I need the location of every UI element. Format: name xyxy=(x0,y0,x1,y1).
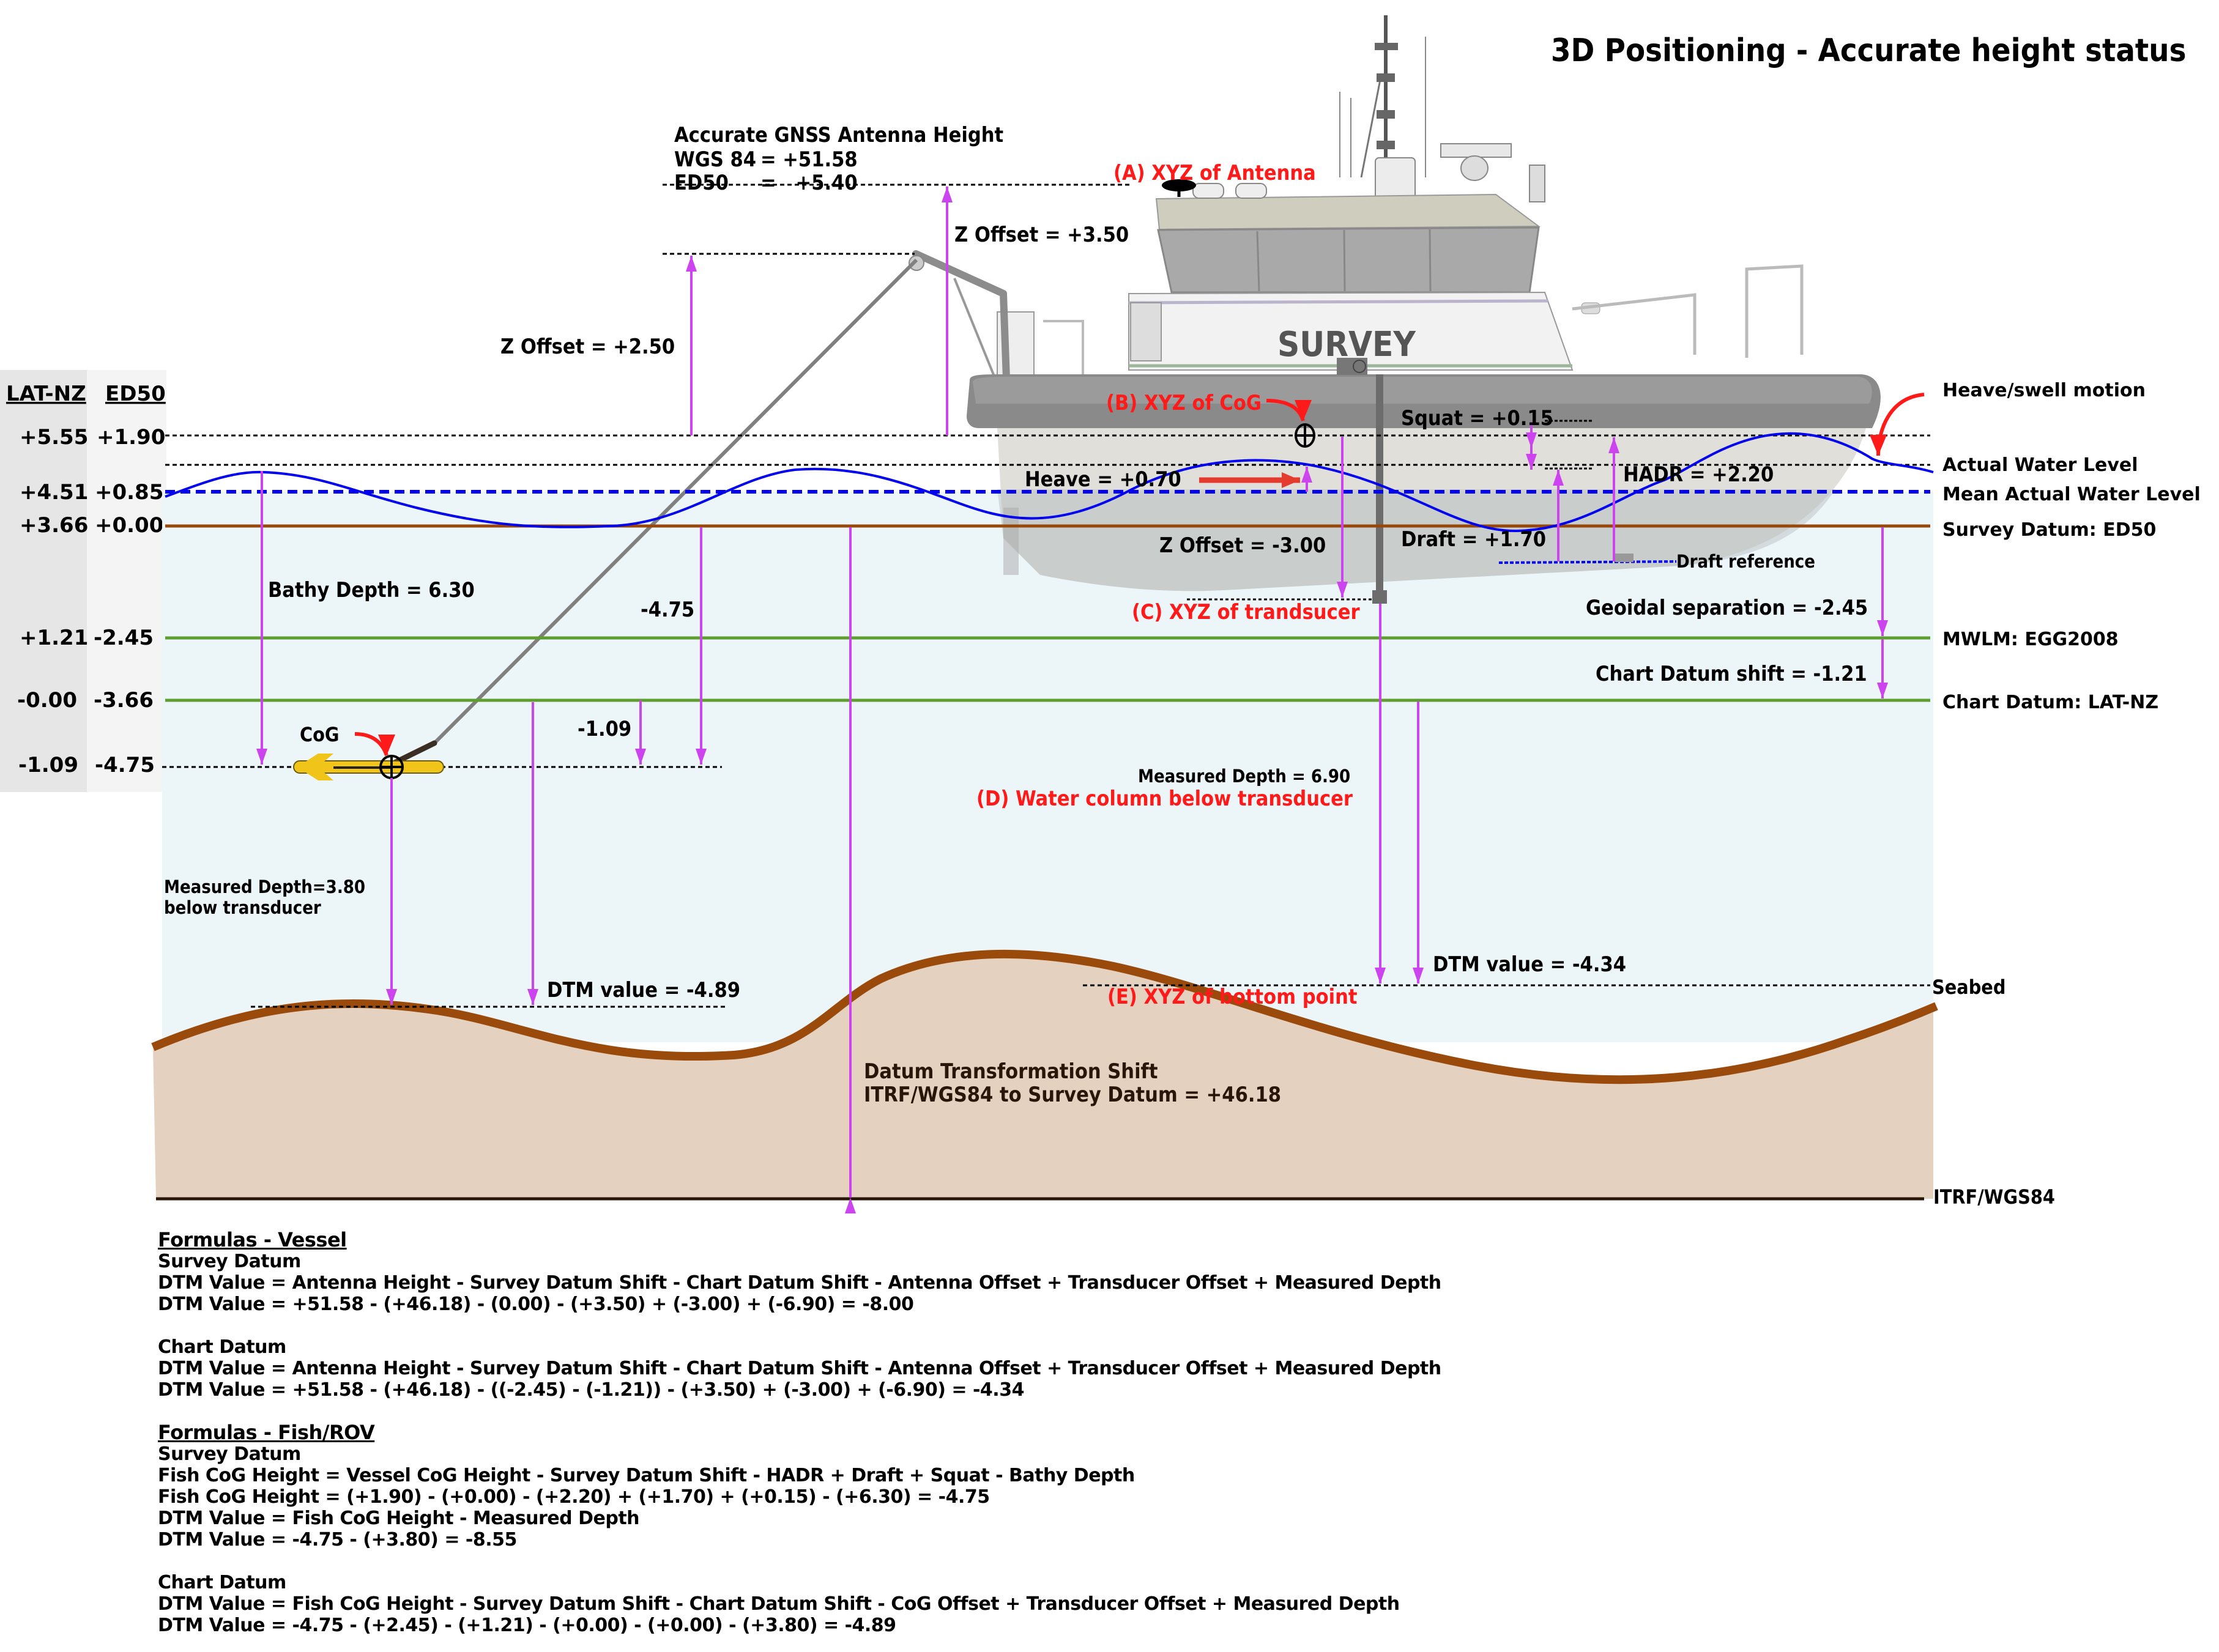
itrf-label: ITRF/WGS84 xyxy=(1933,1185,2055,1209)
lat-nz-column-bg xyxy=(0,370,87,792)
wheelhouse-roof xyxy=(1155,193,1541,231)
actual-water-level-label: Actual Water Level xyxy=(1942,454,2138,476)
wheelhouse-windows xyxy=(1157,226,1540,294)
wgs84-label: WGS 84 xyxy=(674,147,756,172)
fish-dtm-label: DTM value = -4.89 xyxy=(547,978,740,1002)
spacer xyxy=(158,1550,1626,1572)
lat-nz-value: +3.66 xyxy=(20,513,88,538)
lat-nz-value: -0.00 xyxy=(17,688,77,713)
fish-cog-label: CoG xyxy=(300,723,340,746)
fish-survey-calc2: DTM Value = -4.75 - (+3.80) = -8.55 xyxy=(158,1529,517,1550)
mwlm-label: MWLM: EGG2008 xyxy=(1942,629,2119,650)
fish-height-label: -4.75 xyxy=(641,598,694,622)
vessel-chart-formula: DTM Value = Antenna Height - Survey Datu… xyxy=(158,1358,1441,1379)
lat-nz-value: +5.55 xyxy=(20,425,88,450)
heave-swell-label: Heave/swell motion xyxy=(1942,380,2146,401)
fish-chart-heading: Chart Datum xyxy=(158,1572,286,1593)
seabed-line xyxy=(151,949,1938,1084)
hull-lower xyxy=(997,428,1866,591)
datum-shift-line1: Datum Transformation Shift xyxy=(864,1059,1158,1084)
fish-chart-calc: DTM Value = -4.75 - (+2.45) - (+1.21) - … xyxy=(158,1615,896,1636)
antenna-heading: Accurate GNSS Antenna Height xyxy=(674,123,1003,147)
chart-datum-shift-label: Chart Datum shift = -1.21 xyxy=(1596,662,1867,686)
heave-swell-arrow xyxy=(1870,393,1925,456)
draft-reference-line xyxy=(1498,560,1677,564)
transducer-icon xyxy=(1372,590,1387,604)
vessel-chart-heading: Chart Datum xyxy=(158,1336,286,1358)
ed50-value: = +5.40 xyxy=(760,171,858,195)
seabed-label: Seabed xyxy=(1932,976,2005,999)
draft-reference-label: Draft reference xyxy=(1676,551,1815,572)
bottom-point-label: (E) XYZ of bottom point xyxy=(1107,985,1358,1009)
a-frame-boom xyxy=(912,250,1010,383)
fish-survey-calc1: Fish CoG Height = (+1.90) - (+0.00) - (+… xyxy=(158,1486,990,1508)
sediment xyxy=(153,954,1933,1199)
datum-rows: +5.55 +1.90 +4.51 +0.85 +3.66 +0.00 +1.2… xyxy=(17,425,165,777)
ed50-value: +0.00 xyxy=(95,513,163,538)
vessel-survey-calc: DTM Value = +51.58 - (+46.18) - (0.00) -… xyxy=(158,1294,914,1315)
mean-water-level-label: Mean Actual Water Level xyxy=(1942,484,2201,505)
lat-nz-value: -1.09 xyxy=(18,753,78,777)
formulas-section: Formulas - Vessel Survey Datum DTM Value… xyxy=(158,1228,1626,1637)
z-offset-antenna: Z Offset = +3.50 xyxy=(954,223,1129,247)
main-cabin xyxy=(1128,291,1574,371)
fish-cd-height-label: -1.09 xyxy=(578,717,631,741)
survey-datum-label: Survey Datum: ED50 xyxy=(1942,519,2156,541)
z-offset-transducer: Z Offset = -3.00 xyxy=(1159,533,1326,558)
water-column-label: (D) Water column below transducer xyxy=(976,787,1353,811)
bathy-depth-label: Bathy Depth = 6.30 xyxy=(268,578,475,602)
chart-datum-label: Chart Datum: LAT-NZ xyxy=(1942,692,2158,713)
geoidal-separation-label: Geoidal separation = -2.45 xyxy=(1586,596,1868,620)
draft-label: Draft = +1.70 xyxy=(1401,527,1546,552)
ed50-label: ED50 xyxy=(674,171,729,195)
fish-survey-heading: Survey Datum xyxy=(158,1443,301,1465)
measured-depth-label: Measured Depth = 6.90 xyxy=(1138,766,1350,787)
vessel-chart-calc: DTM Value = +51.58 - (+46.18) - ((-2.45)… xyxy=(158,1379,1024,1401)
vessel-cog-icon xyxy=(1295,423,1315,448)
ed50-value: +1.90 xyxy=(97,425,165,450)
ed50-value: +0.85 xyxy=(95,480,163,505)
fish-measured-depth-line1: Measured Depth=3.80 xyxy=(164,876,365,897)
lat-nz-header: LAT-NZ xyxy=(6,382,86,406)
lat-nz-value: +4.51 xyxy=(20,480,88,505)
vessel-survey-formula: DTM Value = Antenna Height - Survey Datu… xyxy=(158,1272,1441,1294)
heave-label: Heave = +0.70 xyxy=(1025,467,1181,492)
vessel-cog-arrow xyxy=(1266,399,1312,421)
ed50-column-bg xyxy=(87,370,166,792)
ed50-value: -3.66 xyxy=(94,688,154,713)
spacer xyxy=(158,1315,1626,1336)
ed50-header: ED50 xyxy=(105,382,166,406)
squat-label: Squat = +0.15 xyxy=(1401,406,1553,431)
lat-nz-value: +1.21 xyxy=(20,626,88,650)
datum-table: LAT-NZ ED50 +5.55 +1.90 +4.51 +0.85 +3.6… xyxy=(0,370,166,792)
z-offset-boom: Z Offset = +2.50 xyxy=(500,335,675,359)
vessel-formulas-heading: Formulas - Vessel xyxy=(158,1228,347,1251)
swell-wave xyxy=(165,432,1934,533)
fish-measured-depth-line2: below transducer xyxy=(164,897,321,918)
vessel-cog-label: (B) XYZ of CoG xyxy=(1106,391,1262,415)
tow-cable xyxy=(433,258,918,745)
transducer-pole-mount xyxy=(1337,358,1367,375)
page-title: 3D Positioning - Accurate height status xyxy=(1551,32,2186,69)
hadr-label: HADR = +2.20 xyxy=(1623,462,1774,487)
ed50-value: -4.75 xyxy=(95,753,155,777)
spacer xyxy=(158,1401,1626,1422)
measurement-arrows xyxy=(256,187,1888,1213)
fish-chart-formula: DTM Value = Fish CoG Height - Survey Dat… xyxy=(158,1593,1400,1615)
wgs84-value: = +51.58 xyxy=(760,147,858,172)
antenna-point-label: (A) XYZ of Antenna xyxy=(1113,161,1316,185)
fish-survey-formula1: Fish CoG Height = Vessel CoG Height - Su… xyxy=(158,1465,1135,1486)
vessel-survey-heading: Survey Datum xyxy=(158,1251,301,1272)
fish-survey-formula2: DTM Value = Fish CoG Height - Measured D… xyxy=(158,1508,640,1529)
vessel-dtm-label: DTM value = -4.34 xyxy=(1433,952,1626,977)
transducer-point-label: (C) XYZ of trandsucer xyxy=(1132,600,1360,624)
datum-shift-line2: ITRF/WGS84 to Survey Datum = +46.18 xyxy=(864,1083,1281,1107)
fish-cog-arrow xyxy=(354,732,395,757)
ed50-value: -2.45 xyxy=(94,626,154,650)
fish-formulas-heading: Formulas - Fish/ROV xyxy=(158,1421,375,1444)
